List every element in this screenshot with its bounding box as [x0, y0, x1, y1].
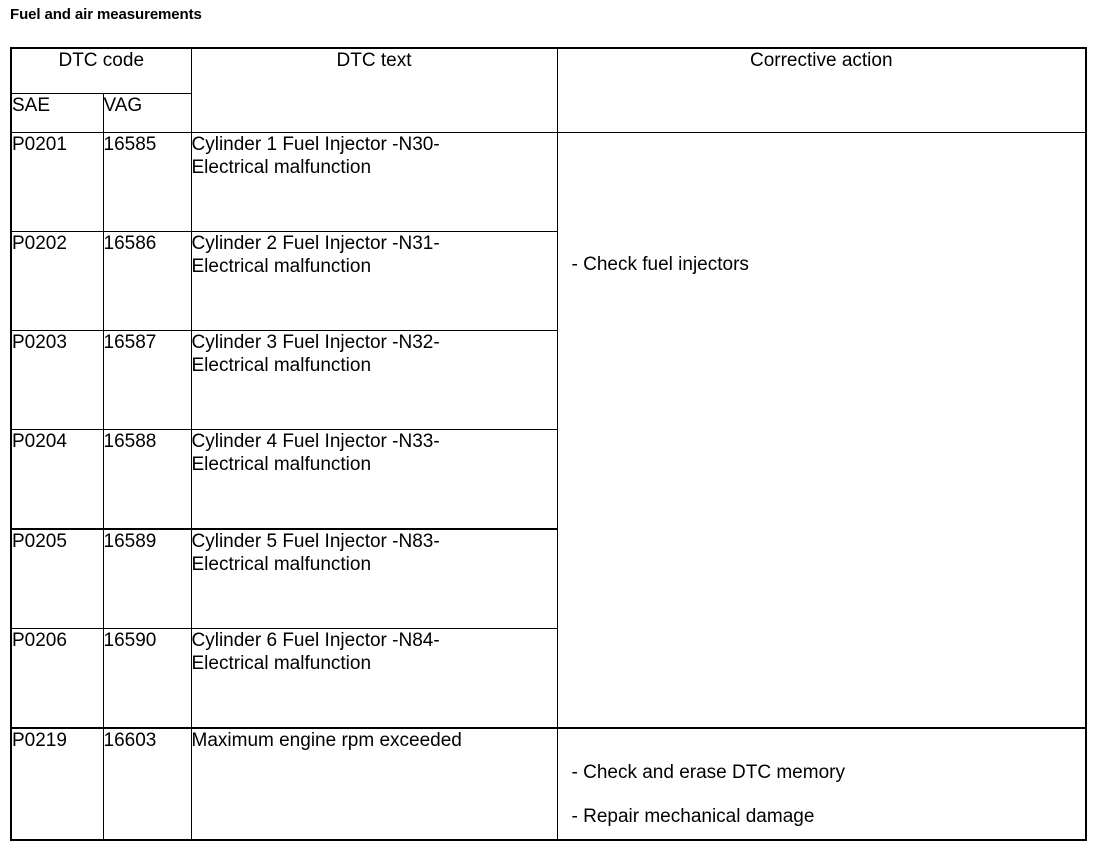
corrective-action-item: - Repair mechanical damage [571, 806, 815, 827]
cell-vag-code: 16589 [102, 528, 192, 629]
cell-vag-code: 16590 [102, 628, 192, 729]
table-row: P0205 16589 Cylinder 5 Fuel Injector -N8… [10, 528, 1086, 629]
cell-dtc-text: Cylinder 1 Fuel Injector -N30- Electrica… [190, 132, 558, 232]
cell-corrective-action-rpm: - Check and erase DTC memory - Repair me… [556, 727, 1087, 841]
column-header-dtc-code: DTC code [10, 47, 192, 94]
corrective-action-list: - Check fuel injectors [558, 133, 1086, 287]
cell-sae-code: P0201 [10, 132, 104, 232]
column-header-dtc-text: DTC text [190, 47, 558, 133]
header-row-sub: SAE VAG [10, 93, 1086, 133]
cell-dtc-text: Cylinder 2 Fuel Injector -N31- Electrica… [190, 231, 558, 331]
dtc-text-line-1: Cylinder 2 Fuel Injector -N31- [191, 233, 440, 254]
cell-sae-code: P0204 [10, 429, 104, 530]
dtc-text-line-2: Electrical malfunction [191, 355, 372, 376]
dtc-text-line-2: Electrical malfunction [191, 256, 372, 277]
corrective-action-list: - Check and erase DTC memory - Repair me… [558, 729, 1086, 839]
dtc-text-line-2: Electrical malfunction [191, 454, 372, 475]
table-row: P0219 16603 Maximum engine rpm exceeded … [10, 727, 1087, 841]
dtc-text-line-1: Cylinder 5 Fuel Injector -N83- [191, 531, 440, 552]
cell-vag-code: 16588 [102, 429, 192, 530]
dtc-text-line-2: Electrical malfunction [191, 554, 372, 575]
cell-vag-code: 16587 [102, 330, 192, 430]
table-body: P0201 16585 Cylinder 1 Fuel Injector -N3… [10, 132, 1087, 841]
cell-dtc-text: Maximum engine rpm exceeded [190, 727, 558, 841]
cell-corrective-action-injectors: - Check fuel injectors [556, 132, 1087, 729]
cell-vag-code: 16586 [102, 231, 192, 331]
table-row: P0202 16586 Cylinder 2 Fuel Injector -N3… [10, 231, 1086, 331]
table-row: P0203 16587 Cylinder 3 Fuel Injector -N3… [10, 330, 1086, 430]
cell-sae-code: P0202 [10, 231, 104, 331]
table-row: P0206 16590 Cylinder 6 Fuel Injector -N8… [10, 628, 1086, 729]
dtc-text-line-2: Electrical malfunction [191, 653, 372, 674]
dtc-text-line-1: Cylinder 3 Fuel Injector -N32- [191, 332, 440, 353]
section-title: Fuel and air measurements [10, 6, 202, 23]
cell-sae-code: P0206 [10, 628, 104, 729]
dtc-text-line-1: Cylinder 1 Fuel Injector -N30- [191, 134, 440, 155]
cell-dtc-text: Cylinder 4 Fuel Injector -N33- Electrica… [190, 429, 558, 530]
column-header-corrective-action: Corrective action [556, 47, 1087, 133]
cell-sae-code: P0203 [10, 330, 104, 430]
cell-vag-code: 16603 [102, 727, 192, 841]
table-row: P0204 16588 Cylinder 4 Fuel Injector -N3… [10, 429, 1086, 530]
dtc-text-line-1: Maximum engine rpm exceeded [191, 730, 462, 751]
cell-dtc-text: Cylinder 5 Fuel Injector -N83- Electrica… [190, 528, 558, 629]
cell-vag-code: 16585 [102, 132, 192, 232]
dtc-text-line-2: Electrical malfunction [191, 157, 372, 178]
cell-sae-code: P0219 [10, 727, 104, 841]
dtc-text-line-1: Cylinder 6 Fuel Injector -N84- [191, 630, 440, 651]
cell-dtc-text: Cylinder 6 Fuel Injector -N84- Electrica… [190, 628, 558, 729]
table-row: P0201 16585 Cylinder 1 Fuel Injector -N3… [10, 132, 1087, 729]
column-header-vag: VAG [102, 93, 192, 133]
header-row-group: DTC code DTC text Corrective action [10, 47, 1087, 133]
column-header-sae: SAE [10, 93, 104, 133]
dtc-text-line-1: Cylinder 4 Fuel Injector -N33- [191, 431, 440, 452]
cell-dtc-text: Cylinder 3 Fuel Injector -N32- Electrica… [190, 330, 558, 430]
corrective-action-item: - Check and erase DTC memory [571, 762, 845, 783]
corrective-action-item: - Check fuel injectors [571, 254, 749, 275]
cell-sae-code: P0205 [10, 528, 104, 629]
table-header: DTC code DTC text Corrective action SAE … [10, 47, 1087, 133]
dtc-table: DTC code DTC text Corrective action SAE … [10, 47, 1087, 841]
